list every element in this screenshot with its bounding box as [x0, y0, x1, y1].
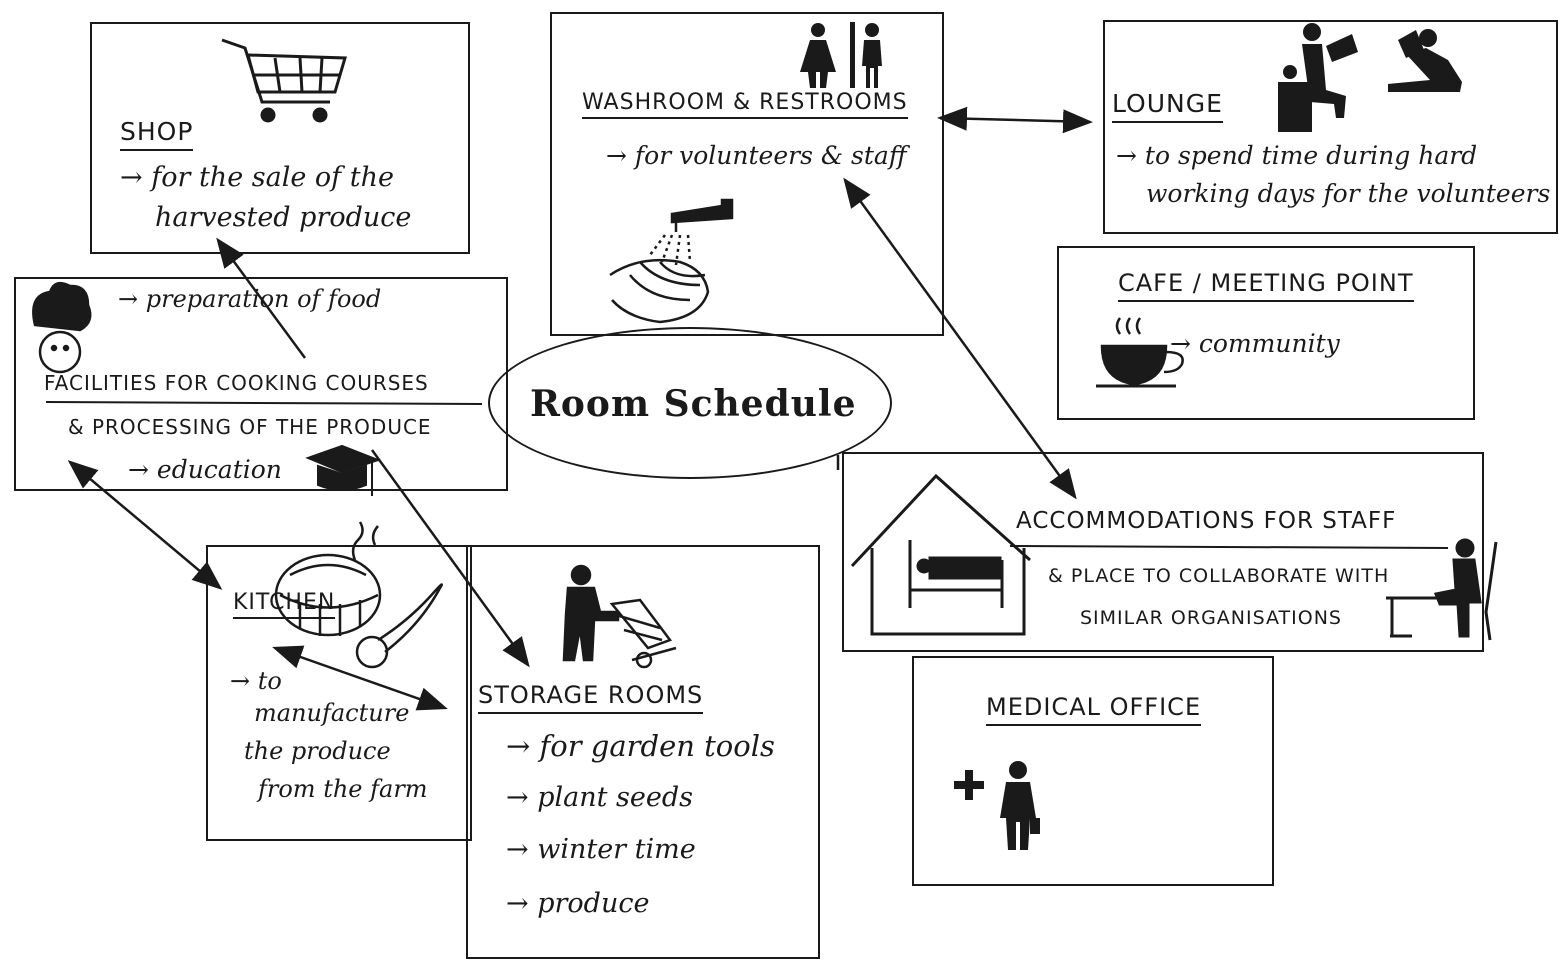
kitchen-box: [206, 545, 472, 841]
lounge-title: Lounge: [1112, 89, 1223, 123]
cooking-title-line-1: Facilities for cooking courses: [44, 371, 429, 395]
washroom-box: [550, 12, 944, 336]
storage-line-1: for garden tools: [506, 729, 775, 763]
kitchen-line-4: from the farm: [258, 775, 428, 803]
accommodations-line-1: & place to collaborate with: [1048, 565, 1390, 587]
storage-title: Storage Rooms: [478, 681, 704, 714]
kitchen-line-2: manufacture: [254, 699, 410, 727]
cooking-title-line-2: & processing of the produce: [68, 415, 432, 439]
storage-line-2: plant seeds: [506, 782, 693, 813]
washroom-line: for volunteers & staff: [606, 141, 907, 171]
cafe-title: Cafe / Meeting Point: [1118, 269, 1414, 302]
cooking-intro: preparation of food: [118, 285, 381, 314]
lounge-line-2: working days for the volunteers: [1146, 179, 1551, 208]
storage-line-3: winter time: [506, 834, 696, 865]
kitchen-line-1: to: [230, 667, 282, 696]
lounge-box: [1103, 20, 1558, 234]
medical-title: Medical Office: [986, 693, 1202, 726]
shop-line-2: harvested produce: [155, 202, 412, 233]
kitchen-title: Kitchen: [233, 590, 336, 620]
storage-box: [466, 545, 820, 959]
cooking-note: education: [128, 455, 282, 485]
kitchen-line-3: the produce: [244, 737, 391, 765]
lounge-line-1: to spend time during hard: [1116, 141, 1477, 171]
medical-box: [912, 656, 1274, 886]
accommodations-line-2: similar organisations: [1080, 607, 1342, 629]
shop-line-1: for the sale of the: [120, 162, 394, 193]
accommodations-box: [842, 452, 1484, 652]
shop-title: Shop: [120, 117, 194, 151]
accommodations-title: Accommodations for staff: [1016, 508, 1397, 534]
storage-line-4: produce: [506, 888, 649, 919]
cafe-line: community: [1170, 329, 1340, 359]
washroom-title: Washroom & Restrooms: [582, 90, 908, 120]
room-schedule-label: Room Schedule: [530, 383, 857, 425]
